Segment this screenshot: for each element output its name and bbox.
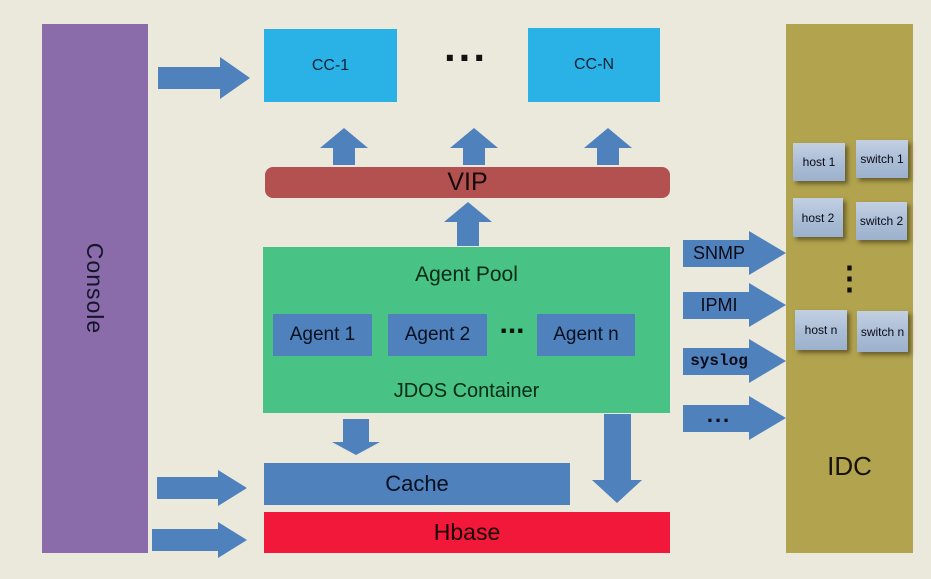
arrow-shaft (333, 148, 355, 165)
agent-n-label: Agent n (553, 324, 619, 345)
switch-2-label: switch 2 (859, 214, 904, 228)
host-2-label: host 2 (801, 210, 835, 225)
hbase-label: Hbase (433, 519, 501, 545)
agent-pool-box: Agent Pool Agent 1 Agent 2 ... Agent n J… (263, 247, 670, 413)
arrow-console-to-hbase (152, 522, 247, 558)
arrow-vip-to-ccn (584, 128, 632, 165)
arrow-shaft (157, 477, 218, 499)
agent-2-box: Agent 2 (388, 314, 487, 356)
ipmi-label: IPMI (700, 295, 738, 315)
snmp-label: SNMP (692, 243, 745, 263)
cc-n-box: CC-N (528, 28, 660, 102)
arrow-shaft (683, 405, 749, 432)
agent-1-label: Agent 1 (289, 324, 356, 345)
arrow-shaft (683, 240, 749, 267)
arrow-agentpool-to-vip (444, 202, 492, 246)
agent-1-box: Agent 1 (273, 314, 372, 356)
arrow-shaft (604, 414, 631, 480)
arrow-shaft (683, 348, 749, 375)
arrow-head-icon (218, 470, 247, 506)
arrow-head-icon (450, 128, 498, 148)
arrow-head-icon (218, 522, 247, 558)
host-2-box: host 2 (793, 198, 843, 237)
cc-1-label: CC-1 (311, 56, 350, 74)
cache-bar: Cache (264, 463, 570, 505)
syslog-arrow: syslog (683, 339, 786, 383)
agent-2-label: Agent 2 (404, 324, 471, 345)
arrow-agentpool-to-cache (332, 419, 380, 455)
switch-1-label: switch 1 (860, 152, 904, 166)
arrow-shaft (158, 67, 220, 89)
host-1-box: host 1 (793, 143, 845, 181)
more-protocols-arrow: ... (683, 396, 786, 440)
vip-bar: VIP (265, 167, 670, 198)
agent-n-box: Agent n (537, 314, 635, 356)
more-protocols-label: ... (706, 402, 732, 427)
cc-1-box: CC-1 (264, 29, 397, 102)
arrow-head-icon (444, 202, 492, 222)
syslog-label: syslog (690, 352, 748, 370)
arrow-head-icon (749, 283, 786, 327)
switch-n-label: switch n (860, 324, 905, 339)
arrow-agentpool-to-hbase (592, 414, 642, 503)
host-1-label: host 1 (802, 155, 836, 169)
arrow-shaft (597, 148, 619, 165)
console-box: Console (42, 24, 148, 553)
arrow-head-icon (749, 231, 786, 275)
arrow-head-icon (749, 396, 786, 440)
arrow-head-icon (592, 480, 642, 503)
cc-ellipsis: ... (443, 23, 488, 70)
jdos-container-label: JDOS Container (393, 380, 540, 402)
switch-n-box: switch n (857, 311, 908, 352)
host-n-box: host n (795, 310, 847, 350)
hbase-bar: Hbase (264, 512, 670, 553)
arrow-shaft (343, 419, 369, 442)
arrow-shaft (463, 148, 485, 165)
vip-label: VIP (447, 168, 488, 196)
arrow-console-to-cc (158, 57, 250, 99)
host-n-label: host n (804, 323, 838, 337)
arrow-vip-to-cc1 (320, 128, 368, 165)
agent-ellipsis: ... (499, 307, 525, 340)
switch-2-box: switch 2 (856, 202, 907, 240)
arrow-shaft (152, 529, 218, 551)
arrow-vip-to-cc-middle (450, 128, 498, 165)
arrow-shaft (683, 292, 749, 319)
arrow-head-icon (220, 57, 250, 99)
ipmi-arrow: IPMI (683, 283, 786, 327)
console-label: Console (82, 242, 109, 335)
cc-n-label: CC-N (574, 56, 614, 73)
arrow-console-to-cache (157, 470, 247, 506)
switch-1-box: switch 1 (856, 140, 908, 178)
idc-label: IDC (827, 451, 872, 481)
arrow-head-icon (320, 128, 368, 148)
arrow-head-icon (332, 442, 380, 455)
idc-vertical-ellipsis: ⋮ (833, 260, 866, 296)
arrow-shaft (457, 222, 479, 246)
arrow-head-icon (584, 128, 632, 148)
cache-label: Cache (385, 471, 449, 496)
arrow-head-icon (749, 339, 786, 383)
idc-box: host 1 switch 1 host 2 switch 2 ⋮ host n… (786, 24, 913, 553)
snmp-arrow: SNMP (683, 231, 786, 275)
agent-pool-title: Agent Pool (415, 263, 518, 286)
